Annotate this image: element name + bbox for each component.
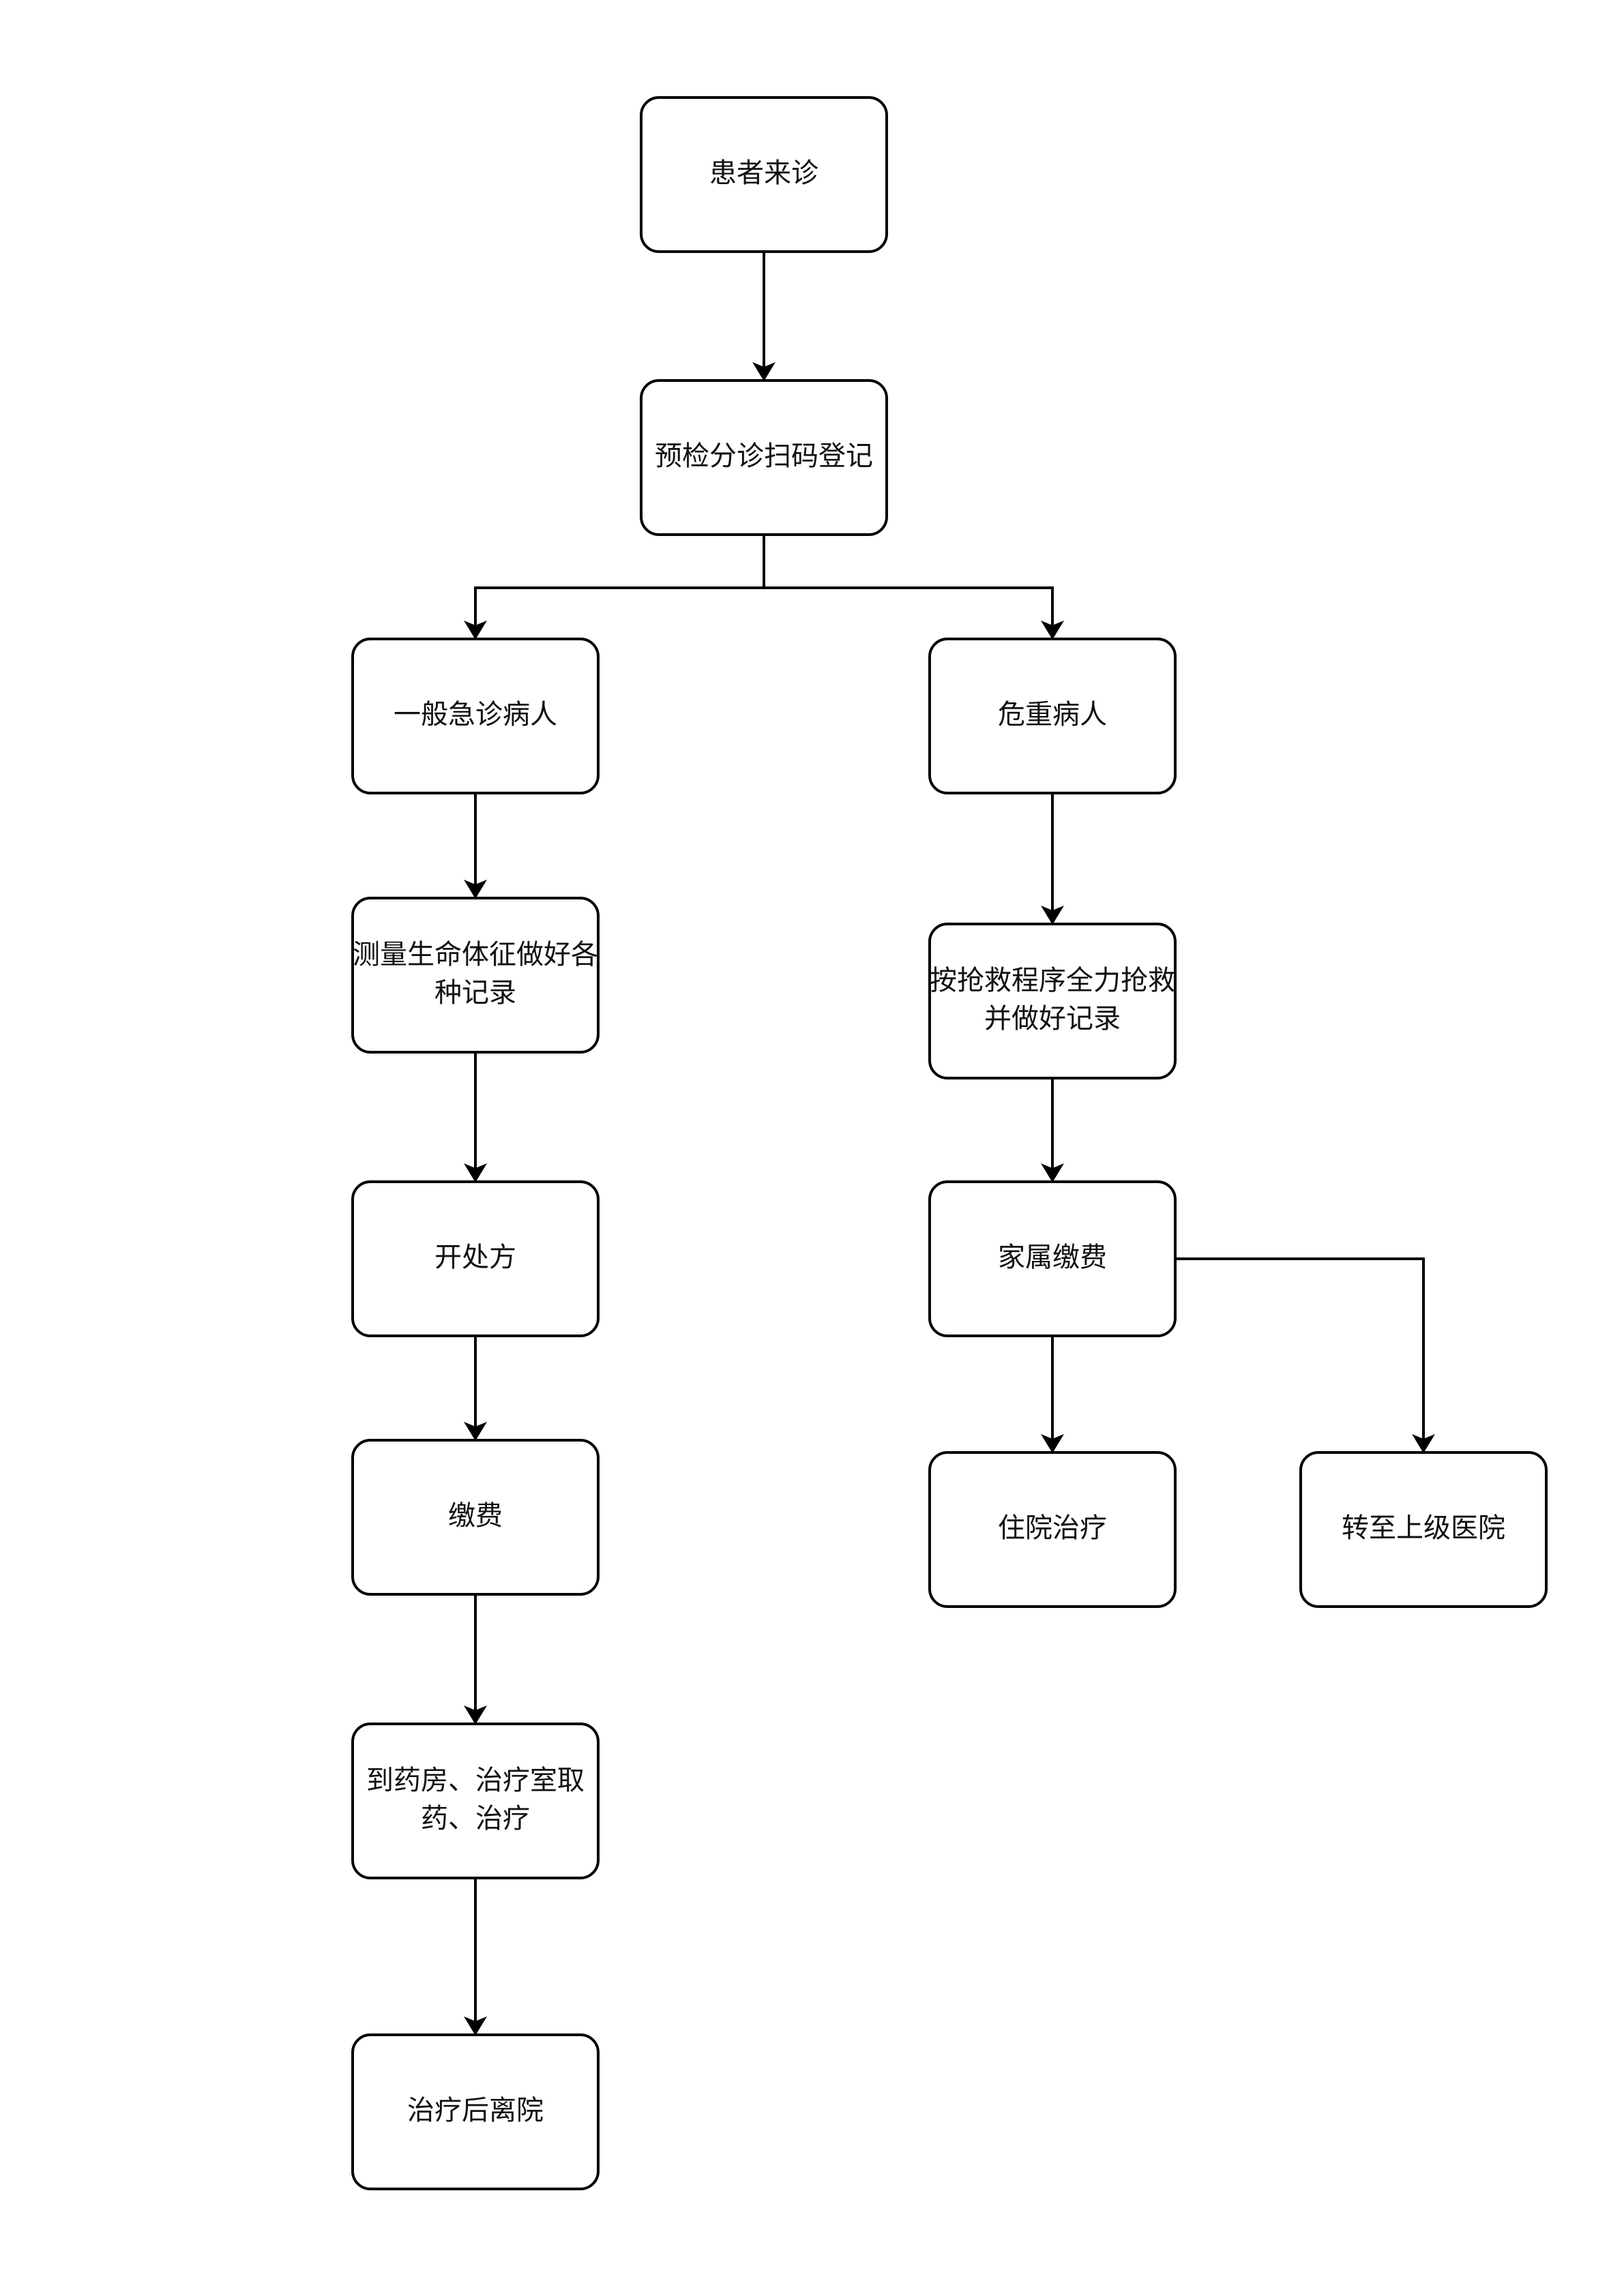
node-box [351, 1180, 600, 1337]
node-box [640, 379, 888, 536]
node-box [928, 923, 1177, 1079]
node-label: 缴费 [448, 1500, 503, 1532]
node-triage-register: 预检分诊扫码登记 [640, 379, 888, 536]
node-label: 治疗后离院 [407, 2095, 544, 2126]
arrow-triage-register-to-critical-patient [763, 535, 1064, 640]
node-box [928, 1180, 1177, 1337]
node-hospitalize: 住院治疗 [928, 1451, 1177, 1608]
node-discharge: 治疗后离院 [351, 2033, 600, 2190]
node-transfer: 转至上级医院 [1299, 1451, 1548, 1608]
node-family-payment: 家属缴费 [928, 1180, 1177, 1337]
node-patient-arrival: 患者来诊 [640, 96, 888, 253]
node-box [351, 1439, 600, 1596]
node-label: 种记录 [434, 977, 516, 1009]
node-label: 测量生命体征做好各 [353, 939, 598, 970]
node-box [928, 1451, 1177, 1608]
node-label: 按抢救程序全力抢救 [930, 965, 1175, 996]
node-label: 开处方 [434, 1242, 516, 1273]
node-box [1299, 1451, 1548, 1608]
node-box [928, 638, 1177, 794]
node-box [351, 2033, 600, 2190]
node-box [640, 96, 888, 253]
node-label: 药、治疗 [421, 1803, 530, 1834]
node-critical-patient: 危重病人 [928, 638, 1177, 794]
node-box [351, 638, 600, 794]
node-label: 家属缴费 [998, 1242, 1107, 1273]
node-box [351, 897, 600, 1054]
node-box [351, 1723, 600, 1879]
node-label: 到药房、治疗室取 [366, 1765, 585, 1796]
node-label: 患者来诊 [709, 158, 818, 189]
arrow-family-payment-to-transfer [1175, 1257, 1435, 1453]
node-general-patient: 一般急诊病人 [351, 638, 600, 794]
node-label: 一般急诊病人 [394, 699, 557, 730]
arrow-triage-register-to-general-patient [464, 535, 765, 640]
node-label: 并做好记录 [984, 1003, 1121, 1034]
node-label: 预检分诊扫码登记 [655, 441, 873, 472]
node-label: 危重病人 [998, 699, 1107, 730]
node-label: 住院治疗 [998, 1512, 1107, 1544]
edges-layer [464, 252, 1435, 2036]
node-payment: 缴费 [351, 1439, 600, 1596]
node-prescribe: 开处方 [351, 1180, 600, 1337]
node-label: 转至上级医院 [1342, 1512, 1505, 1544]
